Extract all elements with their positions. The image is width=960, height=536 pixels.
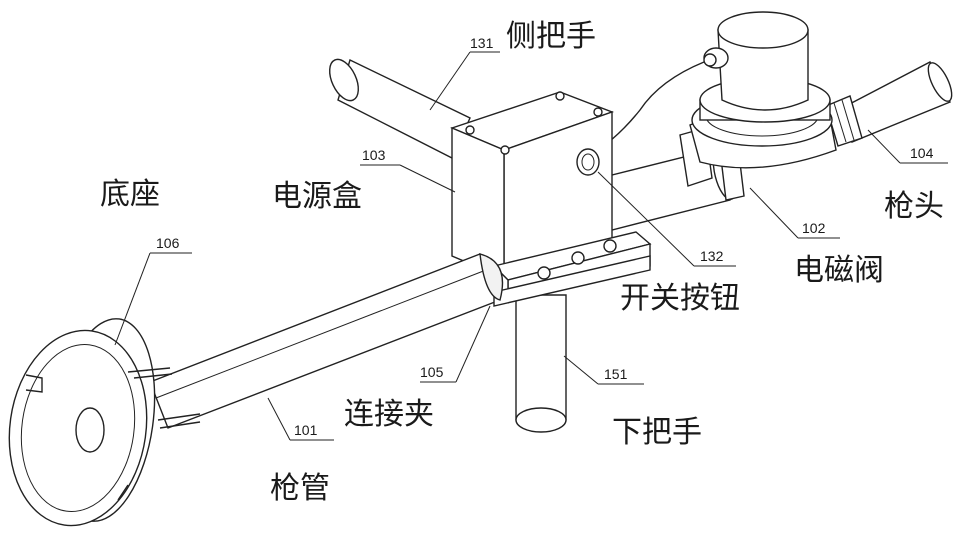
label-lower-handle: 下把手 <box>612 415 702 450</box>
label-clip: 连接夹 <box>344 397 434 432</box>
label-switch-button: 开关按钮 <box>620 281 740 316</box>
number-102: 102 <box>802 220 826 236</box>
number-132: 132 <box>700 248 724 264</box>
lower-handle <box>515 294 567 433</box>
side-handle <box>328 58 471 159</box>
label-gun-tube: 枪管 <box>270 471 330 506</box>
base <box>8 318 201 527</box>
label-gun-head: 枪头 <box>884 189 944 224</box>
number-106: 106 <box>156 235 180 251</box>
leader-lines <box>114 51 948 441</box>
number-105: 105 <box>420 364 444 380</box>
power-box <box>450 91 615 280</box>
connecting-clip <box>479 231 652 307</box>
number-131: 131 <box>470 35 494 51</box>
label-solenoid-valve: 电磁阀 <box>794 253 884 288</box>
label-power-box: 电源盒 <box>272 179 362 214</box>
label-base: 底座 <box>100 177 160 212</box>
number-103: 103 <box>362 147 386 163</box>
solenoid-valve <box>597 11 837 201</box>
label-side-handle: 侧把手 <box>506 19 596 54</box>
number-101: 101 <box>294 422 318 438</box>
number-104: 104 <box>910 145 934 161</box>
gun-tube-front <box>149 253 501 429</box>
gun-head <box>825 61 953 147</box>
number-151: 151 <box>604 366 628 382</box>
